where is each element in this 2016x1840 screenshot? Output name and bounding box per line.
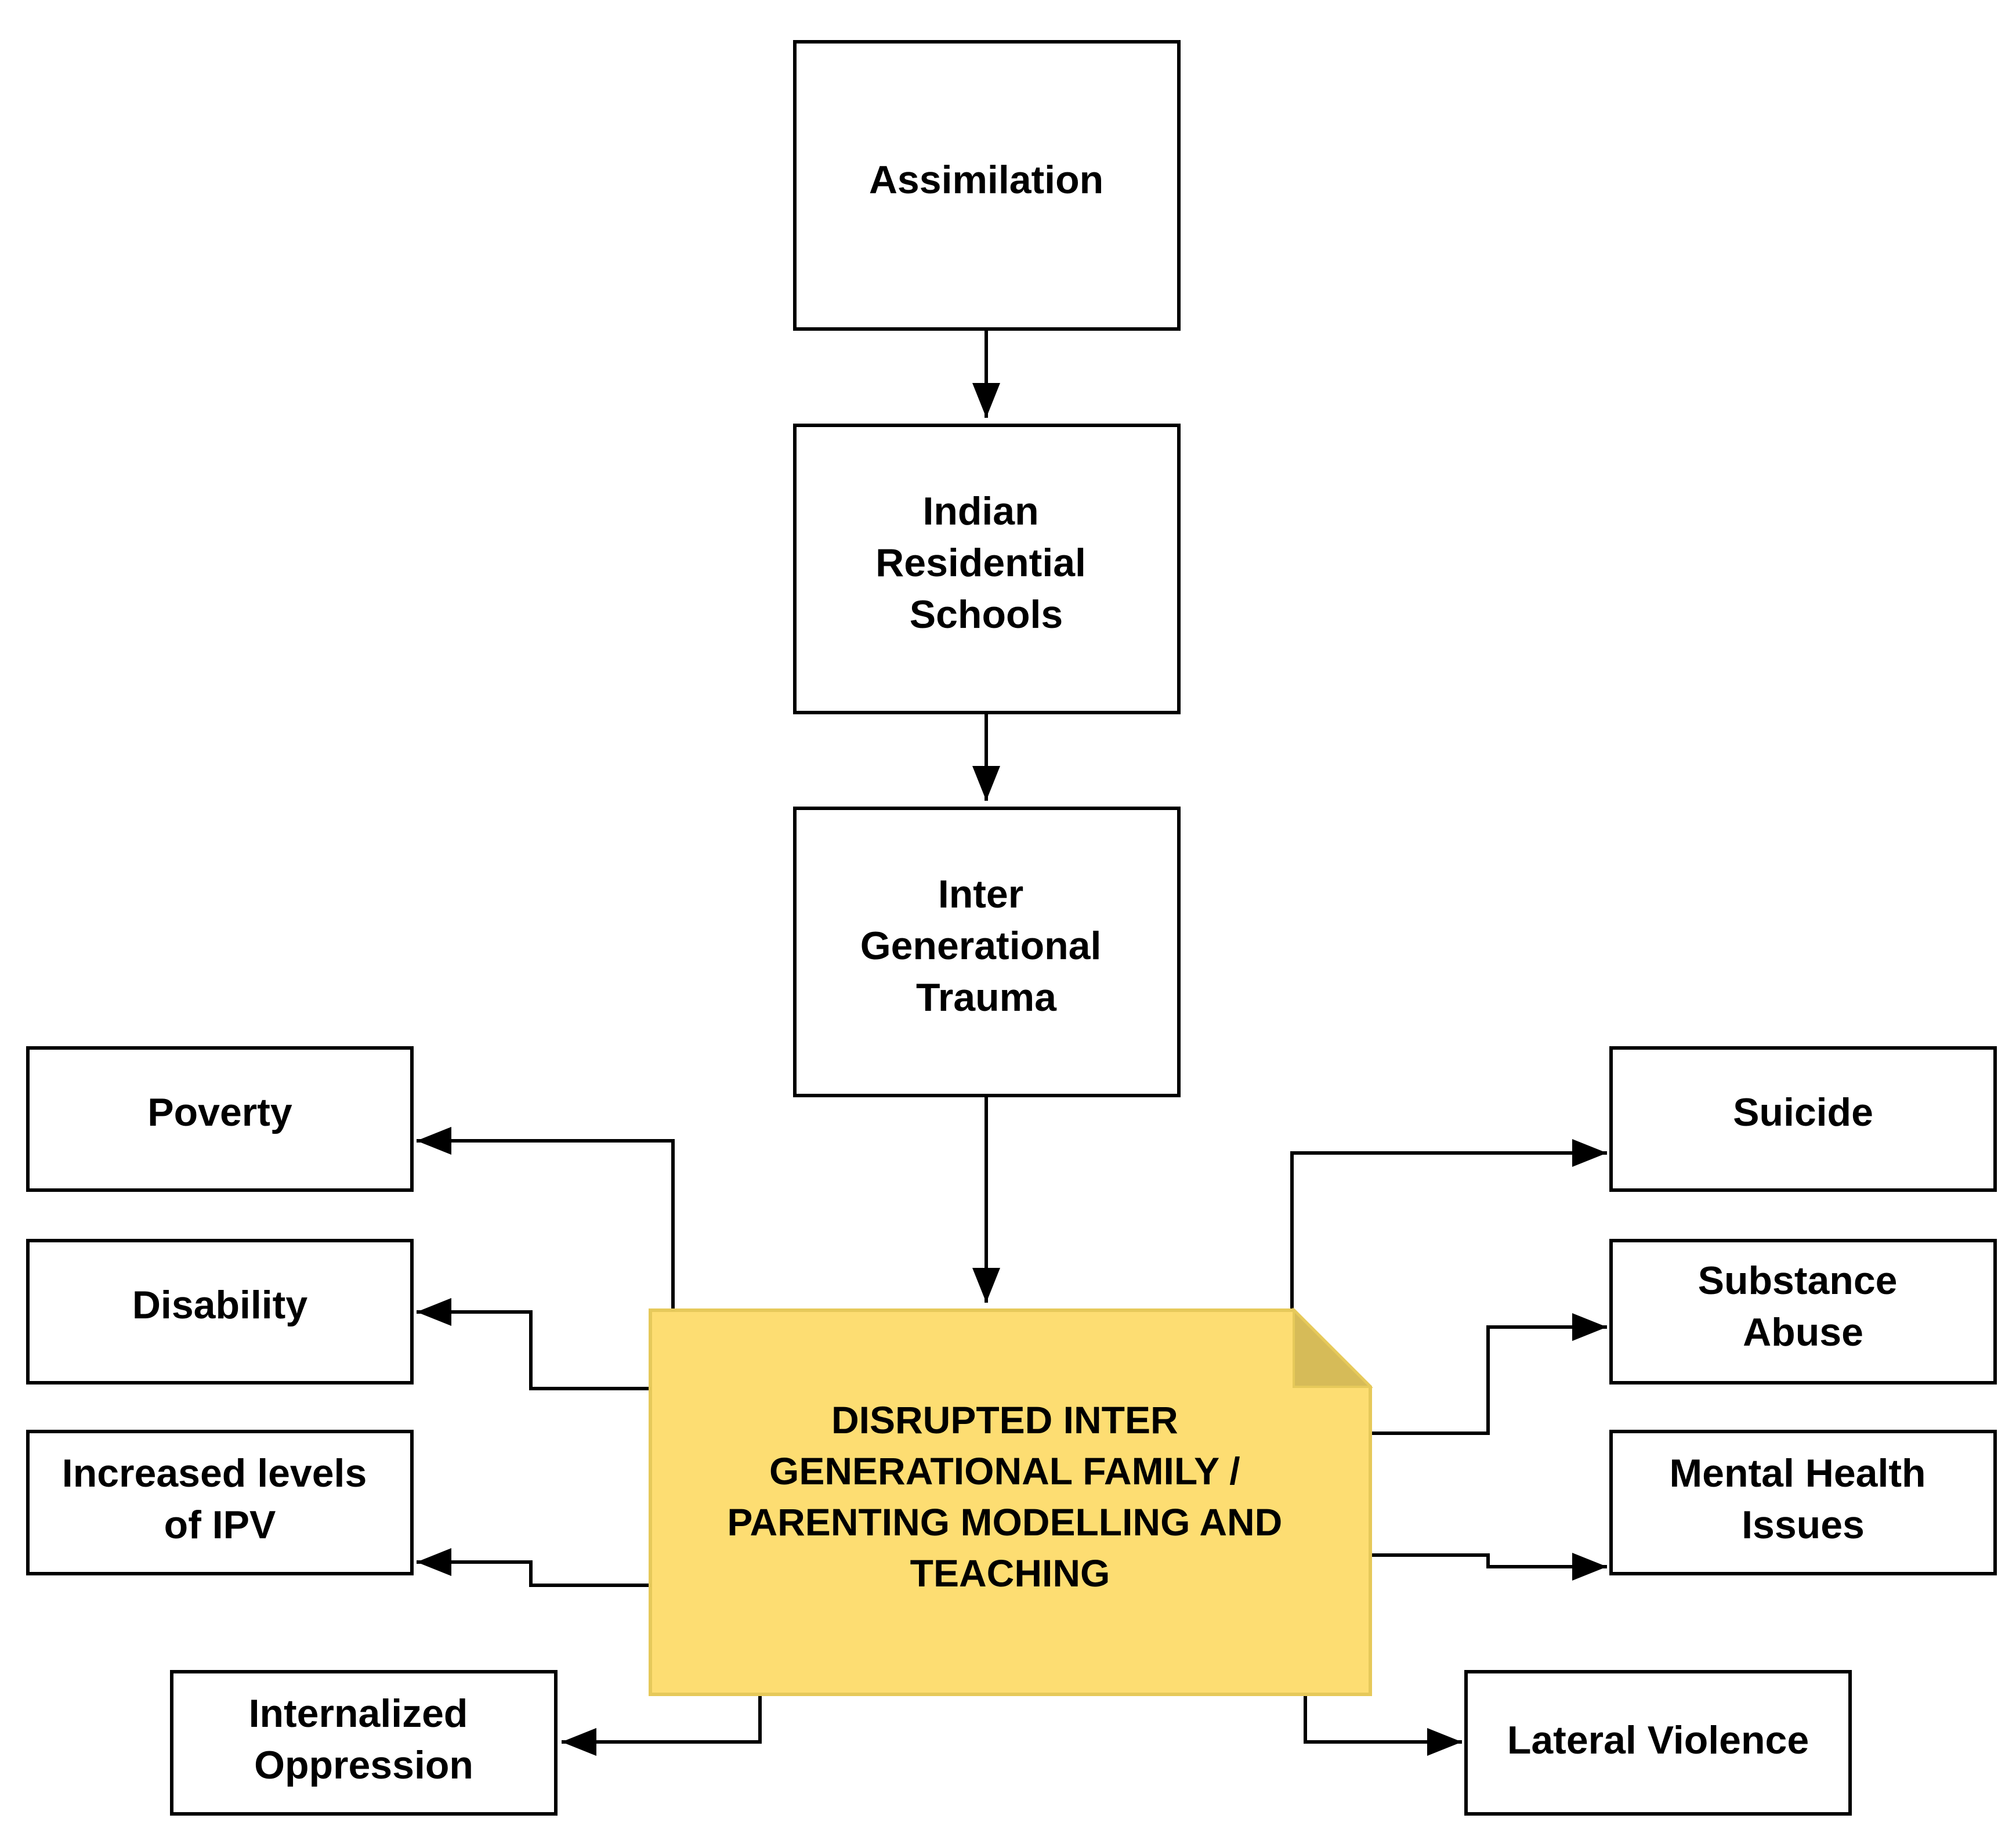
svg-text:Increased levels of IPV: Increased levels of IPV [62,1451,378,1547]
edge-disrupted-parenting-to-suicide [1290,1139,1607,1310]
svg-text:Assimilation: Assimilation [869,158,1103,202]
node-intergenerational-trauma: Inter Generational Trauma [793,807,1181,1097]
svg-text:Suicide: Suicide [1733,1090,1873,1134]
node-suicide: Suicide [1609,1046,1997,1192]
edge-disrupted-parenting-to-lateral-violence [1304,1694,1462,1756]
node-substance-abuse: Substance Abuse [1609,1239,1997,1384]
svg-text:Poverty: Poverty [147,1090,292,1134]
edge-disrupted-parenting-to-disability [417,1298,649,1390]
svg-text:Disability: Disability [132,1283,307,1327]
edge-disrupted-parenting-to-substance-abuse [1370,1313,1607,1435]
svg-text:Lateral Violence: Lateral Violence [1507,1718,1809,1762]
svg-text:Mental Health Issues: Mental Health Issues [1670,1451,1937,1547]
node-disrupted-parenting: DISRUPTED INTER GENERATIONAL FAMILY / PA… [649,1307,1373,1696]
node-poverty: Poverty [26,1046,414,1192]
edge-disrupted-parenting-to-poverty [417,1127,675,1310]
edge-disrupted-parenting-to-internalized-oppression [562,1694,762,1756]
svg-text:Inter Generational: Inter Generational Trauma [860,872,1113,1020]
edge-disrupted-parenting-to-ipv [417,1548,649,1587]
svg-text:Substance Abuse: Substance Abuse [1698,1259,1909,1354]
connectors [417,331,1607,1756]
node-disability: Disability [26,1239,414,1384]
node-mental-health: Mental Health Issues [1609,1430,1997,1575]
node-internalized-oppression: Internalized Oppression [170,1670,558,1816]
node-residential-schools: Indian Residential Schools [793,424,1181,714]
node-ipv: Increased levels of IPV [26,1430,414,1575]
node-lateral-violence: Lateral Violence [1464,1670,1852,1816]
edge-disrupted-parenting-to-mental-health [1370,1553,1607,1581]
node-assimilation: Assimilation [793,40,1181,331]
svg-text:DISRUPTED INTER GENERATI: DISRUPTED INTER GENERATIONAL FAMILY / PA… [727,1398,1293,1595]
svg-text:Internalized Oppression: Internalized Oppression [249,1691,479,1787]
svg-text:Indian Residential: Indian Residential Schools [875,489,1097,637]
